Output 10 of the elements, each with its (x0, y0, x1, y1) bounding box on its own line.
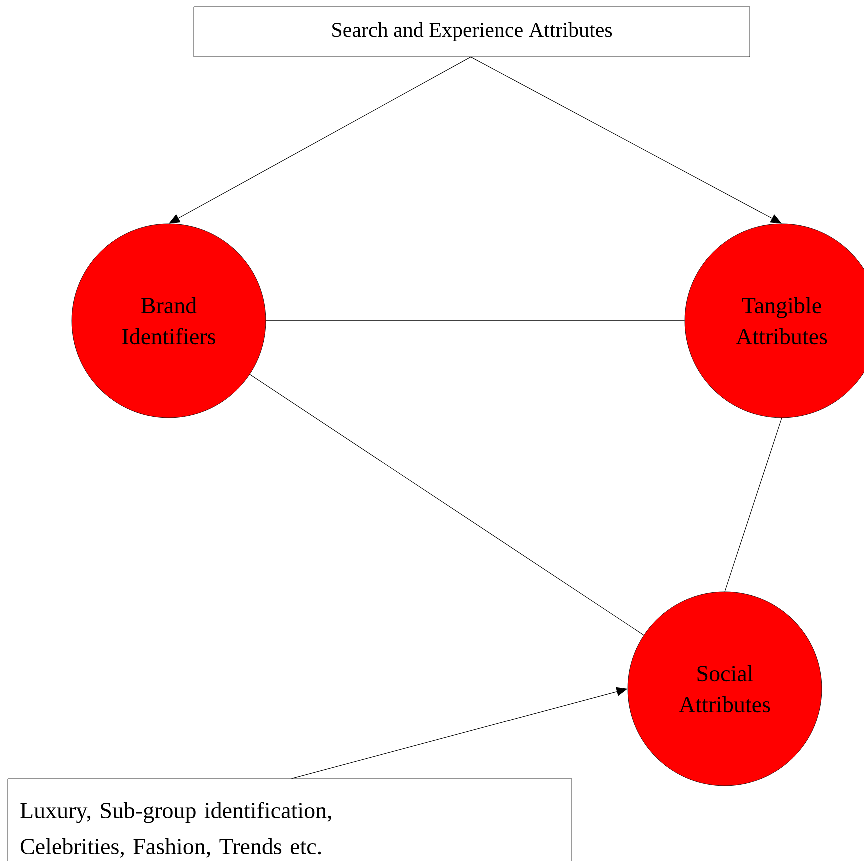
circle-node: Tangible Attributes (684, 224, 864, 418)
connector-line (724, 418, 782, 592)
title-box: Search and Experience Attributes (194, 6, 750, 58)
arrow (470, 56, 782, 224)
arrow (169, 56, 472, 224)
connector-line (266, 320, 686, 322)
note-box: Luxury, Sub-group identification, Celebrities, Fashion, Trends etc. (8, 778, 572, 861)
circle-node: Social Attributes (628, 592, 822, 786)
circle-node: Brand Identifiers (72, 224, 266, 418)
connector-line (250, 374, 644, 636)
